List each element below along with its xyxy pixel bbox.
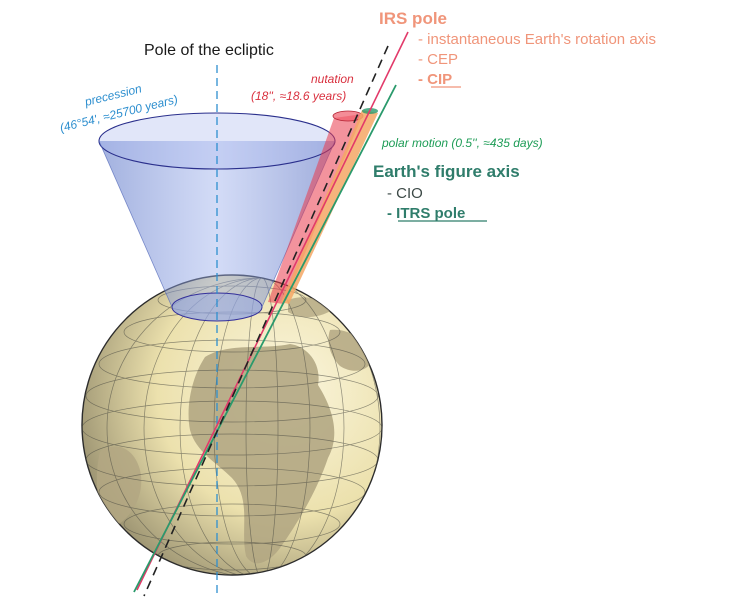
figure-axis-title: Earth's figure axis <box>373 162 520 181</box>
figure-item-itrs: - ITRS pole <box>387 205 465 222</box>
irs-pole-title: IRS pole <box>379 9 447 28</box>
figure-axis-block: Earth's figure axis - CIO - ITRS pole <box>373 162 520 222</box>
figure-item-cio: - CIO <box>387 185 423 202</box>
earth-figure-axis <box>133 84 397 593</box>
irs-item-cip: - CIP <box>418 71 452 88</box>
earth-globe <box>81 274 383 576</box>
polar-motion-label: polar motion (0.5'', ≈435 days) <box>381 136 543 150</box>
nutation-values: (18'', ≈18.6 years) <box>251 89 346 103</box>
ecliptic-pole-label: Pole of the ecliptic <box>144 42 274 59</box>
irs-pole-block: IRS pole - instantaneous Earth's rotatio… <box>379 9 656 88</box>
irs-item-cep: - CEP <box>418 51 458 68</box>
irs-item-rotation-axis: - instantaneous Earth's rotation axis <box>418 31 656 48</box>
nutation-title: nutation <box>311 72 354 86</box>
mean-axis <box>143 45 389 597</box>
